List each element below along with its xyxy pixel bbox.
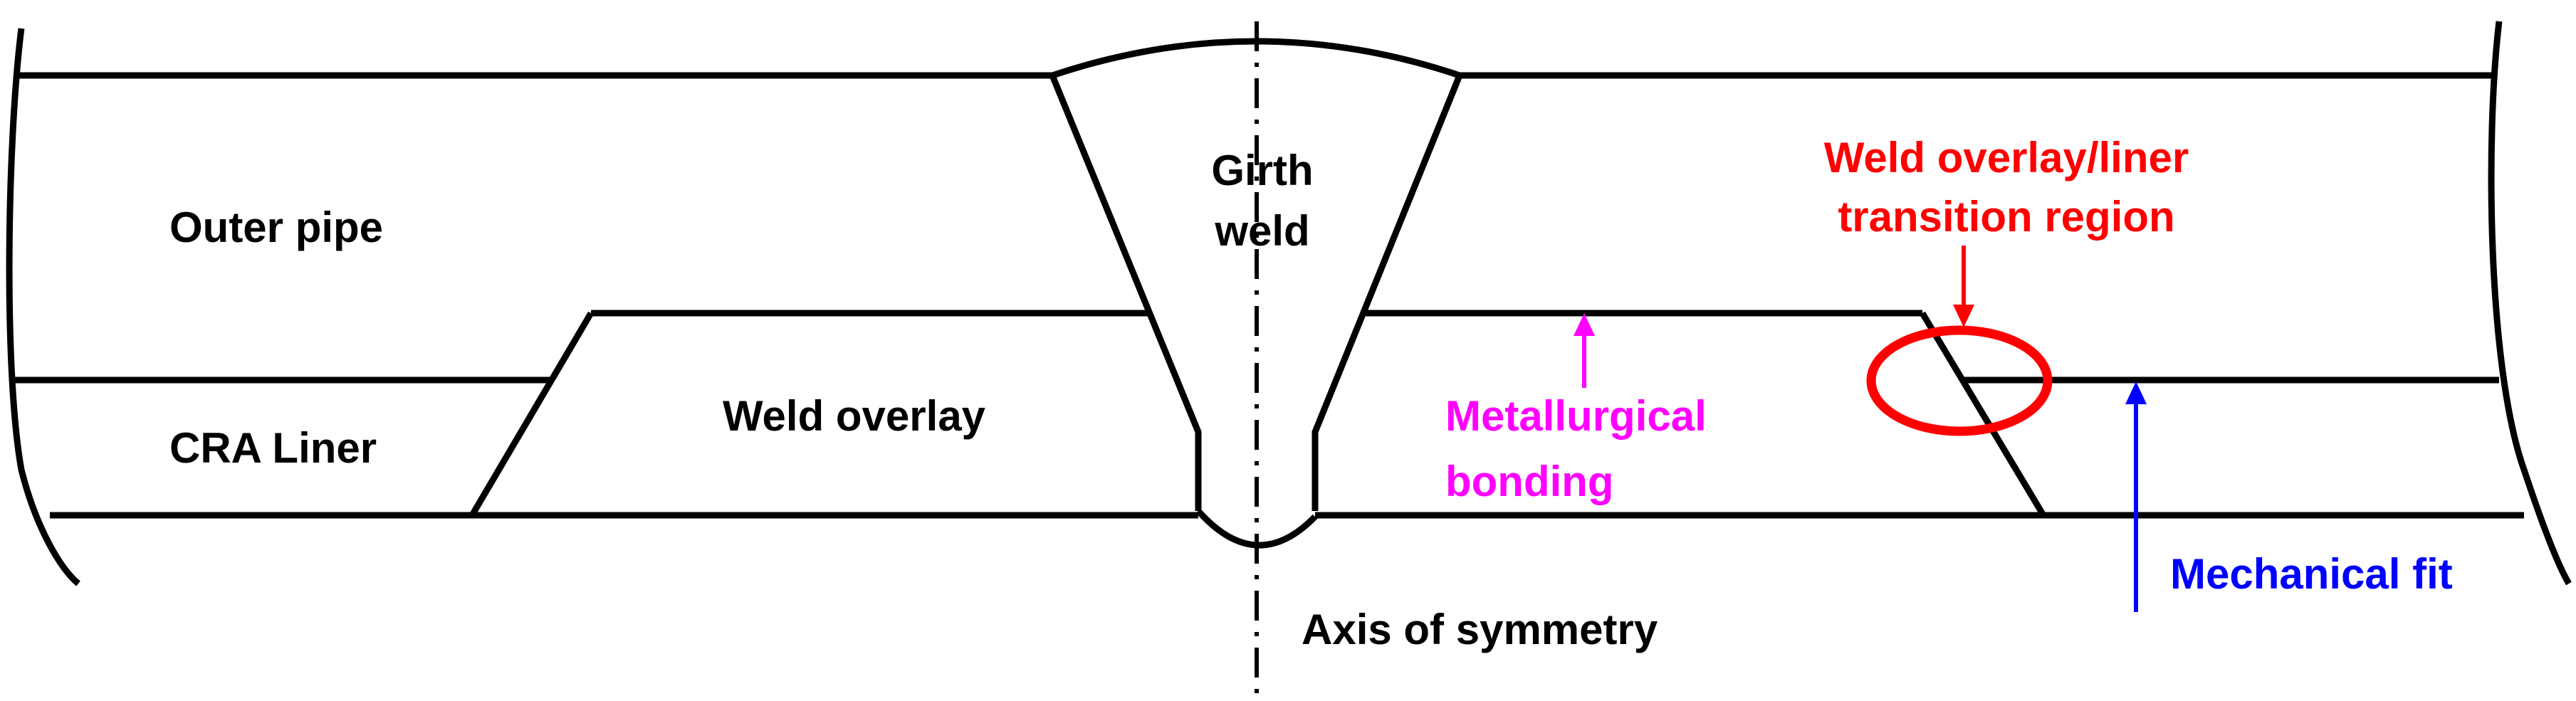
axis-of-symmetry-label: Axis of symmetry (1302, 606, 1658, 653)
girth-weld-left-bevel (1049, 74, 1202, 511)
metallurgical-label-line1: Metallurgical (1445, 392, 1707, 440)
weld-overlay-right-taper (1920, 311, 2046, 517)
girth-weld-label-line2: weld (1214, 207, 1309, 255)
cra-liner-label: CRA Liner (169, 424, 377, 472)
right-break-edge (2488, 21, 2572, 586)
mechanical-fit-label: Mechanical fit (2170, 550, 2453, 598)
outer-pipe-label: Outer pipe (169, 204, 383, 251)
mechanical-fit-arrow-head (2125, 381, 2147, 404)
transition-label-line1: Weld overlay/liner (1824, 134, 2189, 181)
transition-label-line2: transition region (1838, 193, 2174, 241)
left-break-edge (6, 28, 80, 586)
weld-overlay-label: Weld overlay (723, 392, 986, 440)
weld-overlay-left-taper (469, 311, 594, 517)
transition-arrow-head (1953, 305, 1974, 327)
girth-weld-label-line1: Girth (1211, 147, 1313, 194)
girth-weld-right-bevel (1311, 74, 1463, 511)
metallurgical-label-line2: bonding (1445, 458, 1614, 505)
metallurgical-arrow-head (1574, 313, 1595, 336)
transition-region-circle (1866, 325, 2053, 436)
